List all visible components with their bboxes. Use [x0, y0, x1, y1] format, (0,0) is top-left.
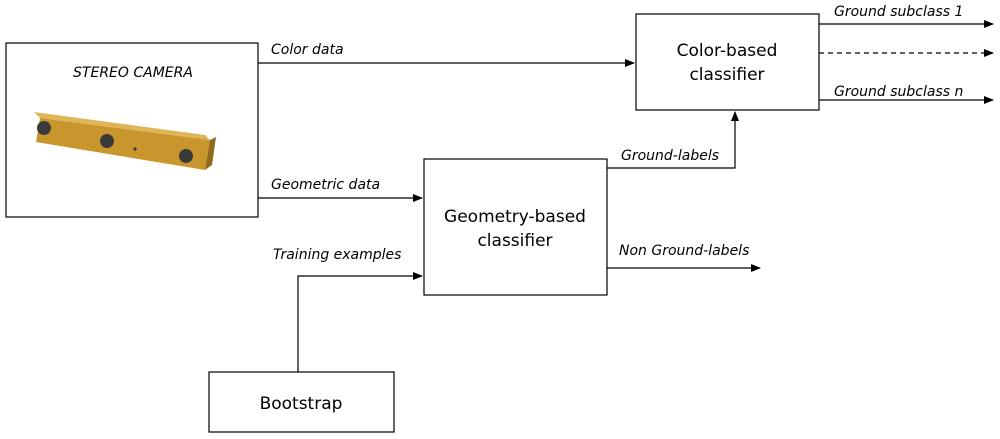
color-data-label: Color data: [271, 42, 344, 58]
bootstrap-label: Bootstrap: [260, 394, 343, 414]
stereo-camera-title: STEREO CAMERA: [73, 65, 193, 81]
geometric-data-label: Geometric data: [271, 177, 380, 193]
training-examples-label: Training examples: [273, 247, 401, 263]
ground-subclass-1-label: Ground subclass 1: [834, 4, 963, 20]
color-classifier-label-line2: classifier: [689, 65, 764, 85]
ground-labels-arrow: [607, 111, 739, 169]
geometry-classifier-label-line2: classifier: [477, 231, 552, 251]
ground-labels-label: Ground-labels: [621, 148, 719, 164]
non-ground-labels-label: Non Ground-labels: [619, 243, 749, 259]
stereo-camera-image: [34, 112, 216, 170]
ground-subclass-n-label: Ground subclass n: [834, 84, 963, 100]
stereo-camera-node: STEREO CAMERA: [5, 42, 259, 218]
color-based-classifier-node: Color-based classifier: [635, 13, 820, 111]
geometry-classifier-label-line1: Geometry-based: [444, 207, 586, 227]
color-classifier-label-line1: Color-based: [677, 41, 778, 61]
training-examples-arrow: [297, 272, 423, 372]
bootstrap-node: Bootstrap: [208, 371, 395, 433]
geometry-based-classifier-node: Geometry-based classifier: [423, 158, 608, 296]
